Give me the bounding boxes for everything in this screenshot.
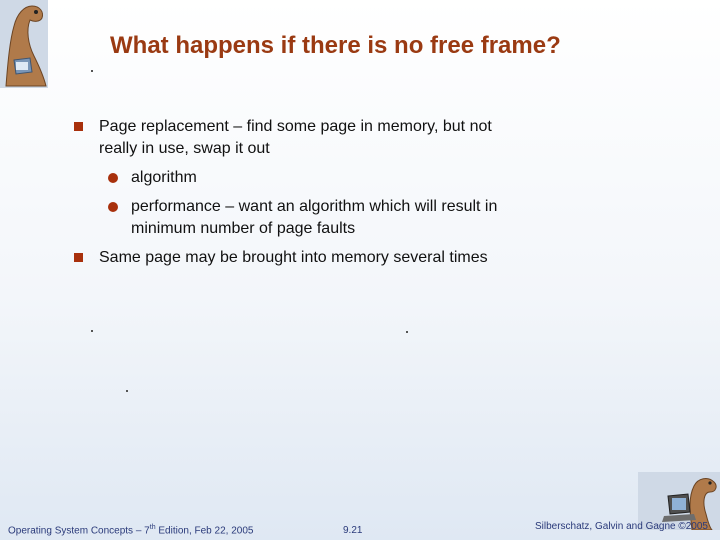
footer-right: Silberschatz, Galvin and Gagne ©2005 [534, 521, 708, 532]
bullet-1-line-2: really in use, swap it out [99, 140, 270, 157]
bullet-2-line-1: Same page may be brought into memory sev… [99, 249, 488, 266]
speck-2 [91, 330, 93, 332]
sub-bullet-2-text: performance – want an algorithm which wi… [131, 196, 497, 240]
bullet-dot-icon [108, 173, 118, 183]
footer-left-sup: th [149, 523, 156, 531]
bullet-square-icon [74, 253, 83, 262]
bullet-2-text: Same page may be brought into memory sev… [99, 247, 488, 269]
sub-bullet-2-line-1: performance – want an algorithm which wi… [131, 198, 498, 215]
bullet-dot-icon [108, 202, 118, 212]
footer-left-suffix: Edition, Feb 22, 2005 [155, 525, 254, 536]
speck-4 [126, 390, 128, 392]
footer-left-prefix: Operating System Concepts – 7 [8, 525, 150, 536]
bullet-square-icon [74, 122, 83, 131]
dinosaur-laptop-logo-icon [638, 472, 720, 530]
footer-page-number: 9.21 [343, 525, 363, 536]
footer-left: Operating System Concepts – 7th Edition,… [8, 524, 253, 536]
speck-1 [91, 70, 93, 72]
sub-bullet-2-line-2: minimum number of page faults [131, 220, 356, 237]
speck-3 [406, 331, 408, 333]
sub-bullet-1-line-1: algorithm [131, 169, 197, 186]
bullet-1-line-1: Page replacement – find some page in mem… [99, 118, 492, 135]
sub-bullet-1-text: algorithm [131, 167, 197, 189]
bullet-1-text: Page replacement – find some page in mem… [99, 116, 492, 160]
slide-title: What happens if there is no free frame? [110, 32, 561, 59]
dinosaur-logo-icon [0, 0, 48, 88]
